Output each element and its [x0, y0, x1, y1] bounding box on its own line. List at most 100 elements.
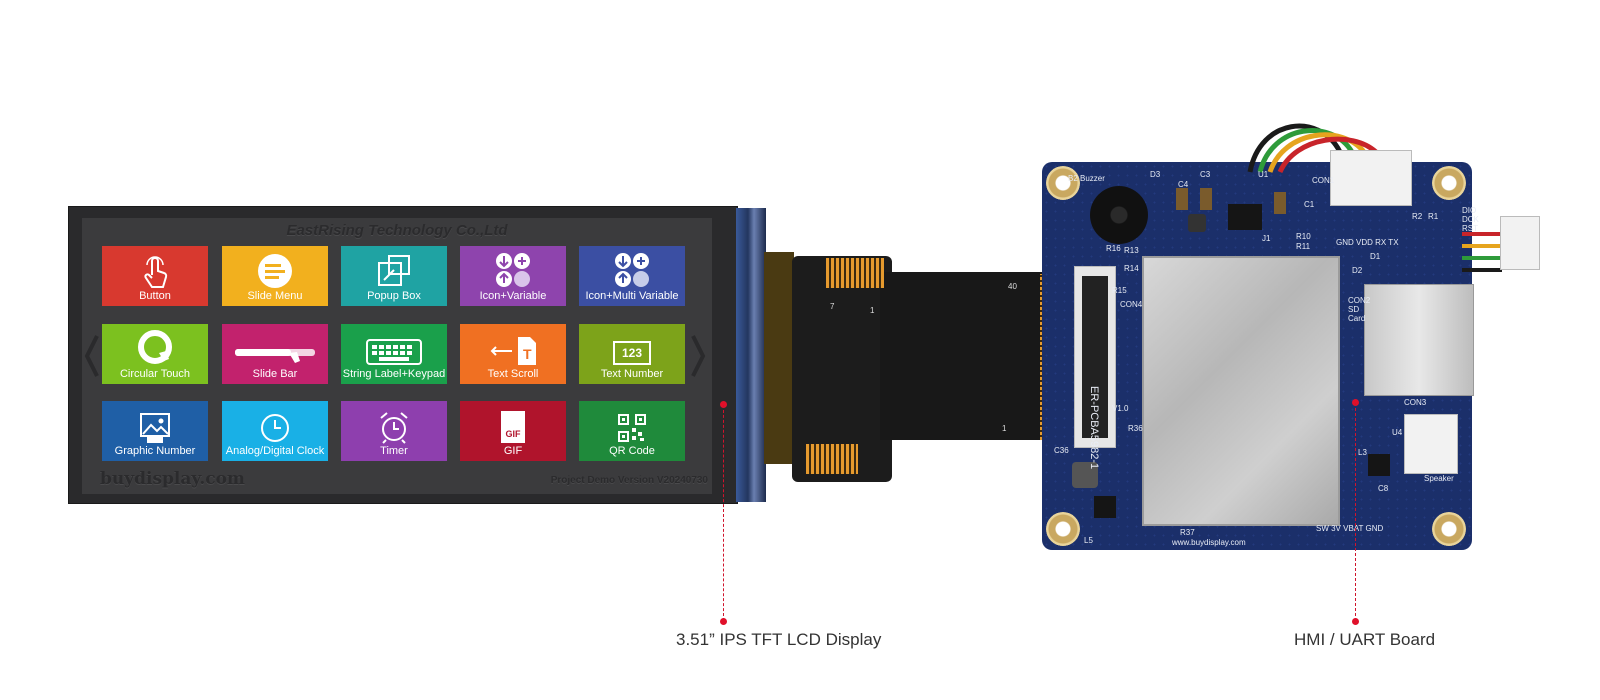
- ref-label: R10: [1296, 232, 1311, 241]
- tile-qr-code: QR Code: [579, 401, 685, 461]
- tile-label: Graphic Number: [114, 445, 196, 457]
- ref-label: U4: [1392, 428, 1403, 437]
- mounting-hole: [1432, 166, 1466, 200]
- label-board-version: V1.0: [1112, 404, 1129, 413]
- ref-label: C1: [1304, 200, 1315, 209]
- screen-footer-brand: buydisplay.com: [100, 469, 245, 489]
- inductor-l5: [1072, 462, 1098, 488]
- screen-footer-version: Project Demo Version V20240730: [550, 475, 708, 486]
- multi-variable-icon: [615, 253, 649, 287]
- ref-label: D2: [1352, 266, 1363, 275]
- flex-pin-1-top: 1: [870, 306, 875, 315]
- tile-circular-touch: Circular Touch: [102, 324, 208, 384]
- label-con3: CON3: [1404, 398, 1427, 407]
- callout-display-label: 3.51” IPS TFT LCD Display: [676, 630, 882, 649]
- capacitor: [1200, 188, 1212, 210]
- connector-right: [1500, 216, 1540, 270]
- tile-label: Popup Box: [367, 290, 421, 302]
- slider-icon: [235, 349, 315, 363]
- callout-line-display: [723, 405, 724, 621]
- label-buzzer: B2 Buzzer: [1068, 174, 1105, 183]
- flex-cable-contacts-top: [826, 258, 884, 288]
- lcd-module-edge: [736, 208, 766, 502]
- text-scroll-icon: T: [490, 337, 536, 365]
- buzzer: [1090, 186, 1148, 244]
- tile-label: Text Number: [600, 368, 664, 380]
- tile-label: GIF: [503, 445, 523, 457]
- wire-harness-right: [1462, 232, 1502, 272]
- tile-label: Button: [139, 290, 171, 302]
- lcd-screen: EastRising Technology Co.,Ltd Button Sli…: [82, 218, 712, 494]
- label-right-pins: DIO DCK RST: [1462, 206, 1479, 233]
- label-speaker: Speaker: [1424, 474, 1454, 483]
- tile-popup-box: Popup Box: [341, 246, 447, 306]
- label-bottom-pins: SW 3V VBAT GND: [1316, 524, 1384, 533]
- capacitor: [1176, 188, 1188, 210]
- menu-icon: [258, 254, 292, 288]
- tile-label: Circular Touch: [119, 368, 191, 380]
- rf-shield: [1142, 256, 1340, 526]
- keyboard-icon: [366, 339, 422, 365]
- inductor: [1188, 214, 1206, 232]
- tile-label: Text Scroll: [487, 368, 539, 380]
- tile-slide-bar: Slide Bar: [222, 324, 328, 384]
- ref-label: D3: [1150, 170, 1161, 179]
- ref-label: C3: [1200, 170, 1211, 179]
- callout-line-board: [1355, 403, 1356, 621]
- image-number-icon: [140, 413, 170, 443]
- flex-pin-7: 7: [830, 302, 835, 311]
- ref-label: J1: [1262, 234, 1271, 243]
- ref-label: R37: [1180, 528, 1195, 537]
- label-board-model: ER-PCBA5982-1: [1088, 386, 1100, 470]
- tile-timer: Timer: [341, 401, 447, 461]
- ref-label: R15: [1112, 286, 1127, 295]
- ic-u4: [1368, 454, 1390, 476]
- label-con4: CON4: [1120, 300, 1143, 309]
- chevron-right-icon: [691, 335, 706, 377]
- chevron-left-icon: [84, 335, 99, 377]
- mounting-hole: [1046, 166, 1080, 200]
- tile-text-number: 123 Text Number: [579, 324, 685, 384]
- label-con1: CON1: [1312, 176, 1335, 185]
- label-con2: CON2 SD Card: [1348, 296, 1371, 323]
- qr-icon: [618, 414, 646, 442]
- regulator-chip: [1228, 204, 1262, 230]
- tile-text-scroll: T Text Scroll: [460, 324, 566, 384]
- ref-label: R16: [1106, 244, 1121, 253]
- flex-cable-left: [764, 252, 794, 464]
- ref-label: C8: [1378, 484, 1389, 493]
- gif-icon: GIF: [501, 411, 525, 443]
- mounting-hole: [1432, 512, 1466, 546]
- callout-dot-display-top: [720, 401, 727, 408]
- tile-icon-multi-variable: Icon+Multi Variable: [579, 246, 685, 306]
- flex-pin-1-bottom: 1: [1002, 424, 1007, 433]
- connector-con1: [1330, 150, 1412, 206]
- variable-icon: [496, 253, 530, 287]
- mounting-hole: [1046, 512, 1080, 546]
- con4-latch: [1082, 276, 1108, 438]
- callout-dot-board-top: [1352, 399, 1359, 406]
- tile-label: Icon+Variable: [479, 290, 547, 302]
- clock-icon: [261, 414, 289, 442]
- tile-label: Timer: [380, 445, 408, 457]
- number-icon: 123: [613, 341, 651, 365]
- tile-label: Analog/Digital Clock: [225, 445, 325, 457]
- number-icon-text: 123: [621, 346, 643, 360]
- tile-button: Button: [102, 246, 208, 306]
- flex-cable-neck: [880, 272, 1046, 440]
- ref-label: R14: [1124, 264, 1139, 273]
- popup-icon: [378, 255, 410, 286]
- callout-board-label: HMI / UART Board: [1294, 630, 1436, 649]
- ref-label: R36: [1128, 424, 1143, 433]
- tile-label: String Label+Keypad: [342, 368, 446, 380]
- gif-icon-text: GIF: [505, 429, 521, 439]
- ref-label: R11: [1296, 242, 1311, 251]
- svg-text:T: T: [523, 346, 532, 362]
- flex-cable-contacts-bottom: [806, 444, 858, 474]
- sd-card-slot: [1364, 284, 1474, 396]
- tile-label: QR Code: [609, 445, 655, 457]
- tile-label: Icon+Multi Variable: [585, 290, 679, 302]
- callout-dot-board-bottom: [1352, 618, 1359, 625]
- circular-touch-icon: [138, 330, 172, 364]
- wire-harness-top: [1247, 123, 1378, 174]
